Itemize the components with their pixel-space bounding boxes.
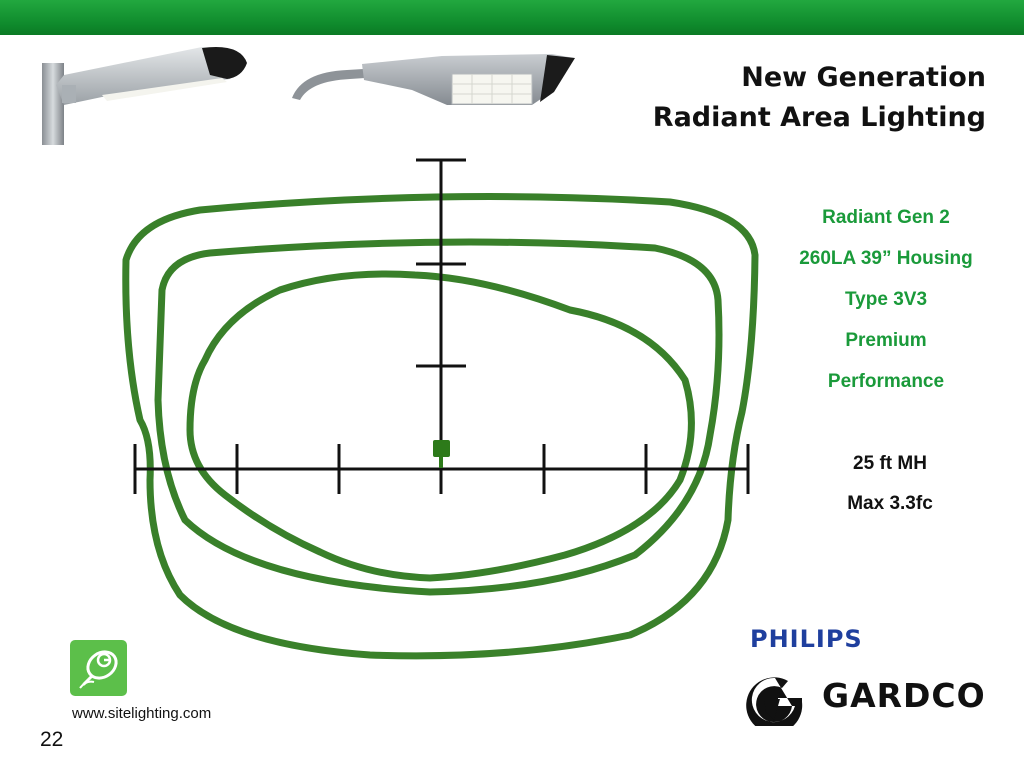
fixture-position-marker — [433, 440, 450, 468]
contour-outer — [122, 193, 759, 660]
title-line-2: Radiant Area Lighting — [652, 102, 986, 133]
mounting-height: 25 ft MH — [853, 453, 927, 474]
spec-line: Performance — [827, 371, 945, 392]
light-fixture-arm-image — [292, 54, 575, 105]
top-banner — [0, 0, 1024, 35]
mounting-info: 25 ft MH Max 3.3fc — [790, 446, 990, 526]
spec-line: Radiant Gen 2 — [822, 207, 950, 228]
gardco-logo: GARDCO — [822, 676, 986, 715]
gardco-g-mark-icon — [746, 677, 803, 726]
spec-line: Premium — [845, 330, 927, 351]
page-number: 22 — [40, 728, 64, 751]
slide-title: New Generation Radiant Area Lighting — [653, 58, 986, 138]
photometric-contour-diagram — [122, 158, 759, 660]
contour-inner — [186, 270, 695, 582]
philips-logo: PHILIPS — [750, 625, 863, 653]
spec-line: Type 3V3 — [844, 289, 928, 310]
title-line-1: New Generation — [741, 62, 986, 93]
website-link[interactable]: www.sitelighting.com — [72, 705, 212, 722]
max-footcandles: Max 3.3fc — [847, 493, 933, 514]
contour-middle — [154, 238, 723, 596]
light-fixture-side-image — [42, 47, 247, 145]
fixture-specs: Radiant Gen 2 260LA 39” Housing Type 3V3… — [776, 200, 996, 405]
spec-line: 260LA 39” Housing — [799, 248, 973, 269]
green-bulb-icon — [70, 640, 127, 696]
